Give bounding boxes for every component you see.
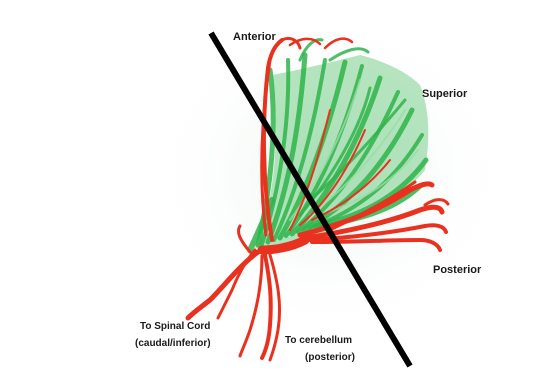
label-to-spinal-cord: To Spinal Cord xyxy=(140,321,210,332)
label-anterior: Anterior xyxy=(233,31,277,43)
label-to-cerebellum: To cerebellum xyxy=(285,335,352,346)
label-posterior: Posterior xyxy=(433,264,482,276)
label-superior: Superior xyxy=(422,88,468,100)
label-to-cerebellum-sub: (posterior) xyxy=(305,352,355,363)
label-to-spinal-cord-sub: (caudal/inferior) xyxy=(135,338,211,349)
